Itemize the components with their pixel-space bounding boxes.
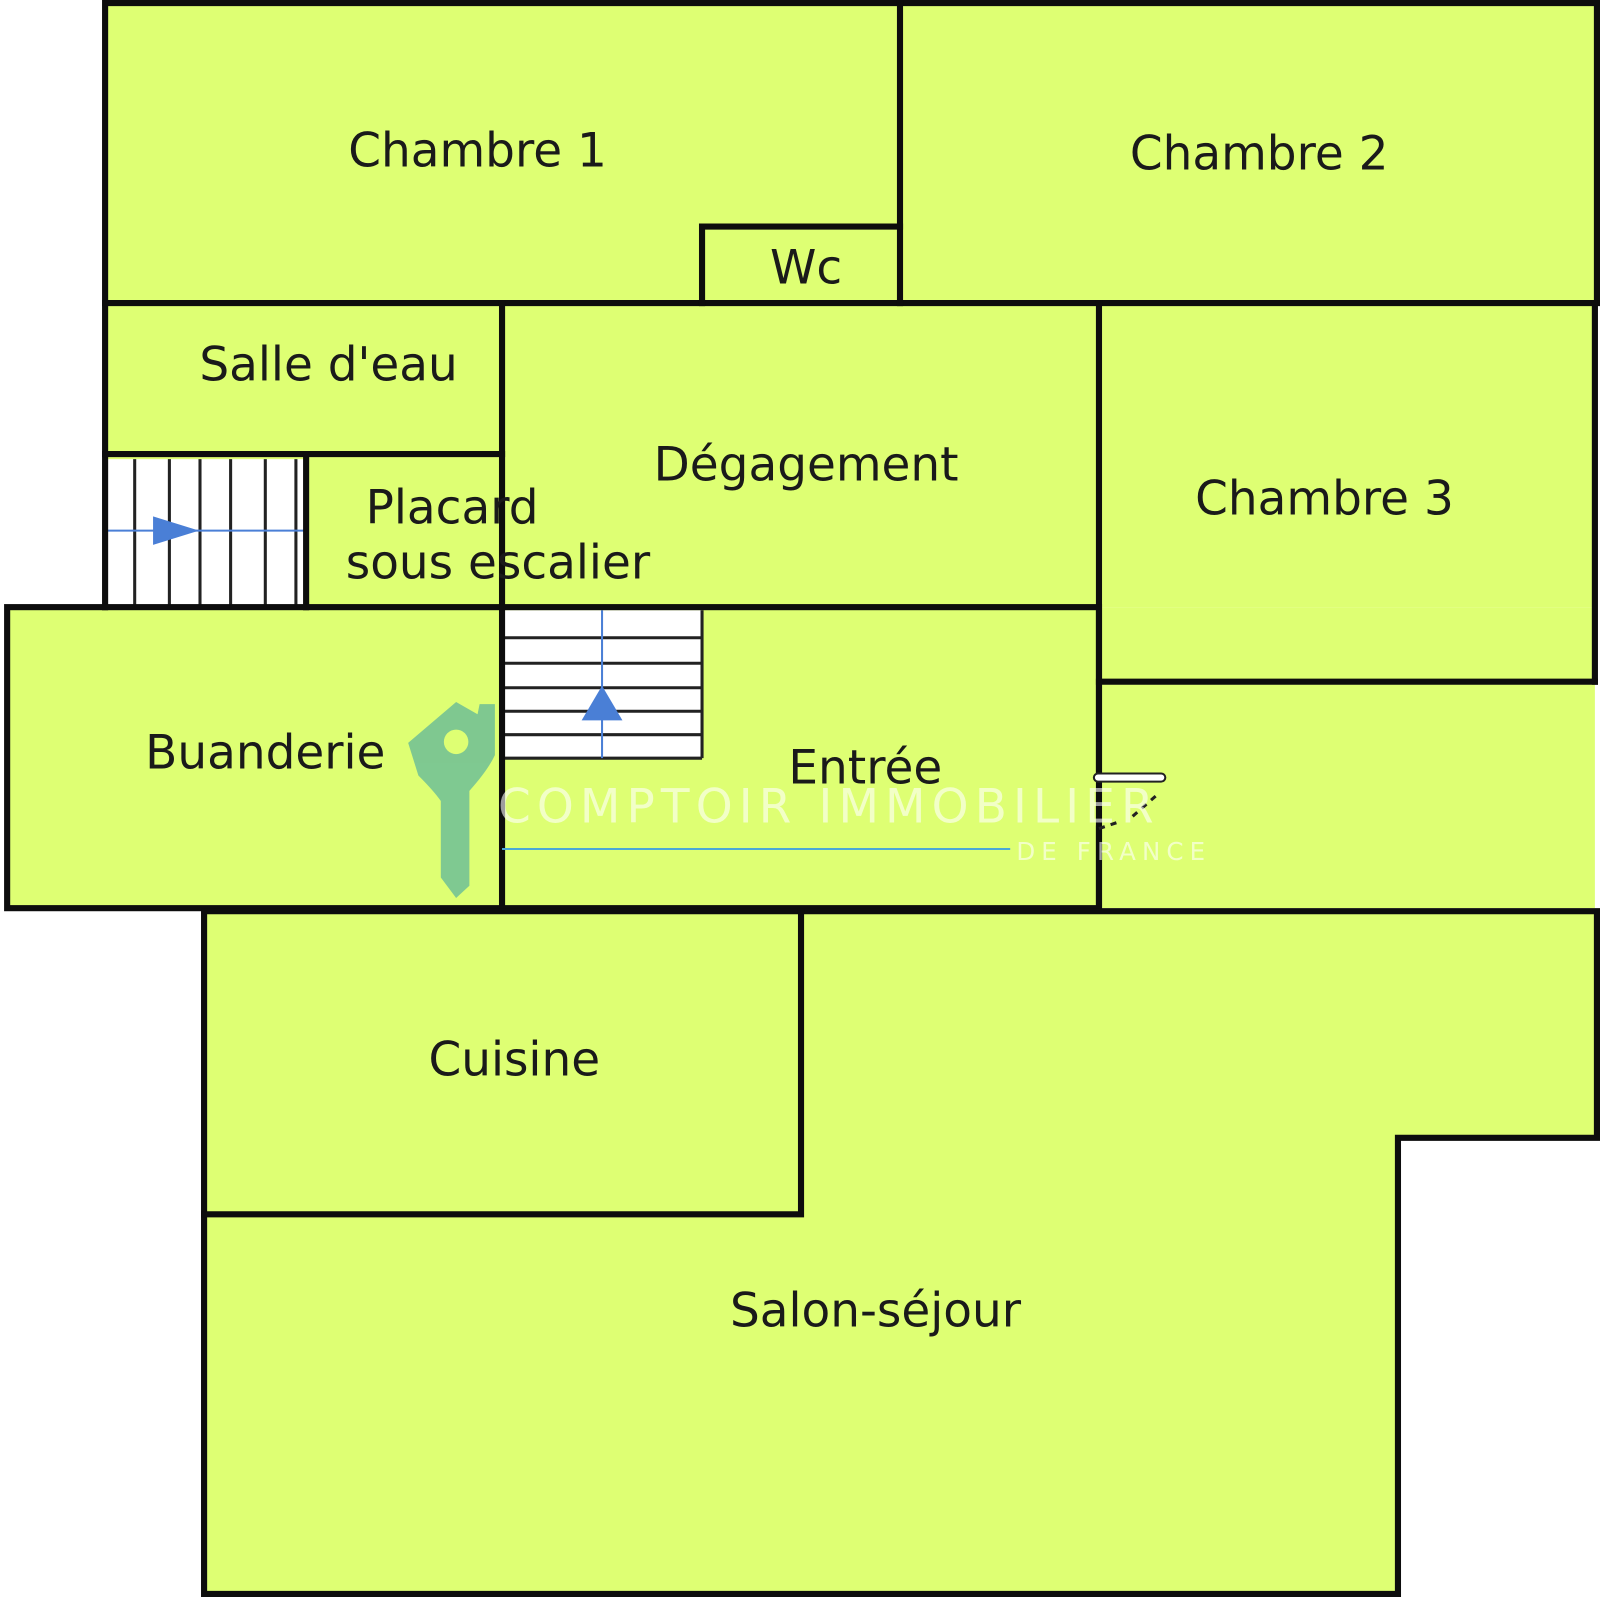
door-icon [1092, 772, 1167, 831]
watermark-logo: COMPTOIR IMMOBILIER DE FRANCE [408, 702, 1211, 898]
stair-arrow-up-icon [581, 685, 623, 721]
room-label-cuisine: Cuisine [428, 1033, 600, 1088]
room-label-degagement: Dégagement [654, 438, 959, 493]
room-label-chambre-1: Chambre 1 [348, 123, 607, 178]
room-label-chambre-2: Chambre 2 [1130, 126, 1389, 181]
room-label-wc: Wc [770, 241, 842, 296]
stairs-1-steps [105, 459, 307, 608]
watermark-subtitle: DE FRANCE [1016, 837, 1211, 866]
room-label-salon-sejour: Salon-séjour [730, 1284, 1022, 1339]
room-label-entree: Entrée [788, 741, 942, 796]
room-label-placard-line2: sous escalier [346, 536, 651, 591]
watermark-title: COMPTOIR IMMOBILIER [498, 779, 1160, 834]
key-house-icon [408, 702, 495, 898]
stair-arrow-right-icon [153, 516, 199, 545]
room-label-chambre-3: Chambre 3 [1195, 471, 1454, 526]
room-fills [7, 3, 1597, 1594]
stairs-2-steps [502, 610, 704, 760]
room-label-buanderie: Buanderie [145, 725, 385, 780]
staircase-1 [105, 459, 307, 608]
walls [4, 0, 1600, 1597]
room-label-salle-deau: Salle d'eau [199, 338, 457, 393]
room-label-placard-line1: Placard [366, 480, 539, 535]
